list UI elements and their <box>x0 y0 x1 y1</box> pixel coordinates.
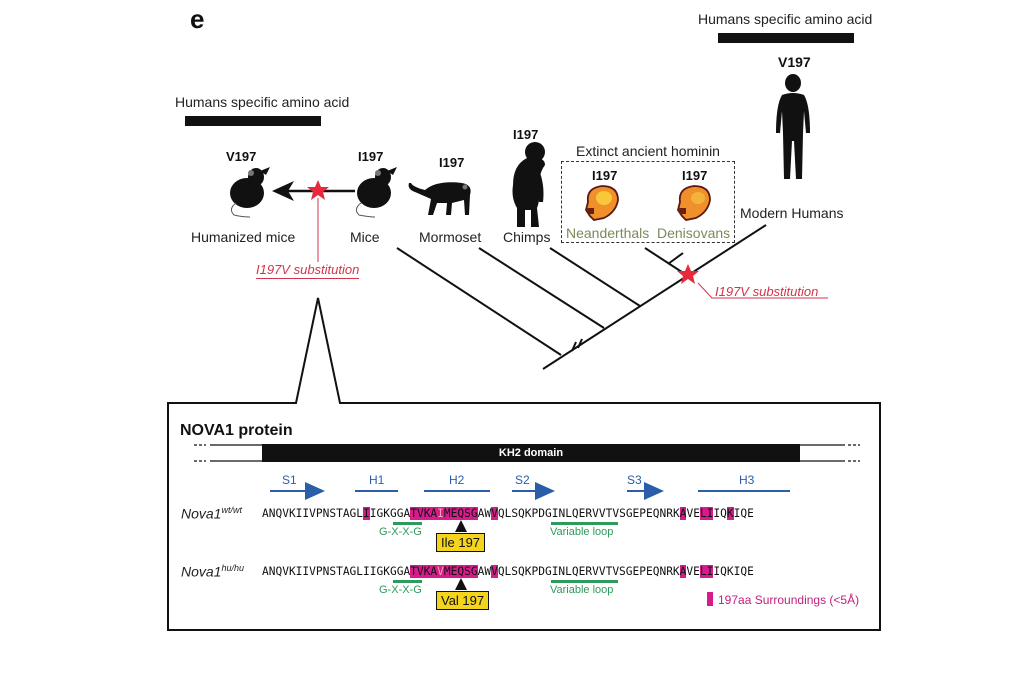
sequence-segment: VE <box>686 507 700 520</box>
sequence-segment: IQKIQE <box>713 565 754 578</box>
residue-label-chimps: I197 <box>513 127 539 142</box>
gene-name: Nova1 <box>181 563 222 580</box>
substitution-label-left: I197V substitution <box>256 262 360 279</box>
sequence-segment: QLSQKPDGINLQERVVTVSGEPEQNRK <box>497 507 680 520</box>
residue-label-mice: I197 <box>358 149 384 164</box>
mouse-icon <box>355 167 397 218</box>
variable-loop-underline-hu <box>551 580 618 583</box>
skull-icon <box>585 185 619 221</box>
protein-backbone <box>194 444 860 462</box>
loop-label-hu: Variable loop <box>550 584 614 596</box>
residue-label-humanized-mice: V197 <box>226 149 257 164</box>
highlighted-residues: MEQSG <box>443 565 478 578</box>
residue-label-denisovans: I197 <box>682 168 708 183</box>
human-icon <box>776 74 810 179</box>
highlighted-residues: TVKA <box>410 507 438 520</box>
legend-swatch <box>707 592 713 606</box>
residue-197: V <box>437 565 444 578</box>
sequence-segment: QLSQKPDGINLQERVVTVSGEPEQNRK <box>497 565 680 578</box>
substitution-star-right <box>677 264 699 284</box>
substitution-label-right: I197V substitution <box>715 284 819 299</box>
ile197-pointer <box>455 520 467 532</box>
highlighted-residues: K <box>726 507 734 520</box>
sequence-segment: ANQVKIIVPNSTAGLIIGKGGA <box>262 565 411 578</box>
loop-label-wt: Variable loop <box>550 526 614 538</box>
sequence-segment: IGKGGA <box>369 507 411 520</box>
highlighted-residues: A <box>679 507 687 520</box>
legend-label: 197aa Surroundings (<5Å) <box>718 593 860 607</box>
genotype-superscript: hu/hu <box>221 563 244 573</box>
sequence-segment: IQE <box>733 507 754 520</box>
sequence-wt: ANQVKIIVPNSTAGLIIGKGGATVKAIMEQSGAWVQLSQK… <box>262 507 754 520</box>
highlighted-residues: MEQSG <box>443 507 478 520</box>
structure-label-h2: H2 <box>449 473 465 487</box>
highlighted-residues: LI <box>699 565 714 578</box>
protein-title: NOVA1 protein <box>180 422 293 439</box>
residue-197: I <box>437 507 444 520</box>
species-label-neanderthals: Neanderthals <box>566 225 650 241</box>
human-specific-label-right: Humans specific amino acid <box>698 11 873 27</box>
highlighted-residues: A <box>679 565 687 578</box>
structure-label-s1: S1 <box>282 473 297 487</box>
gxxg-underline-wt <box>393 522 422 525</box>
human-specific-bar-right <box>718 33 854 43</box>
zoom-callout <box>167 297 881 631</box>
marmoset-icon <box>408 182 471 215</box>
residue-label-mormoset: I197 <box>439 155 465 170</box>
extinct-group-title: Extinct ancient hominin <box>576 143 720 159</box>
gene-name: Nova1 <box>181 505 222 522</box>
sequence-name-hu: Nova1hu/hu <box>181 563 244 580</box>
highlighted-residues: TVKA <box>410 565 438 578</box>
highlighted-residues: I <box>363 507 370 520</box>
sequence-segment: AW <box>477 565 492 578</box>
structure-label-h1: H1 <box>369 473 385 487</box>
structure-label-h3: H3 <box>739 473 755 487</box>
substitution-star-left <box>307 180 329 200</box>
sequence-hu: ANQVKIIVPNSTAGLIIGKGGATVKAVMEQSGAWVQLSQK… <box>262 565 754 578</box>
panel-letter: e <box>190 4 205 34</box>
chimp-icon <box>512 142 545 227</box>
gxxg-underline-hu <box>393 580 422 583</box>
species-label-chimps: Chimps <box>503 229 551 245</box>
motif-label-hu: G-X-X-G <box>379 584 422 596</box>
residue-callout-ile197: Ile 197 <box>436 533 486 552</box>
sequence-segment: IQ <box>713 507 727 520</box>
phylogenetic-tree <box>396 224 767 370</box>
structure-label-s2: S2 <box>515 473 530 487</box>
highlighted-residues: LI <box>699 507 714 520</box>
secondary-structure-marks <box>270 482 790 500</box>
human-specific-bar-left <box>185 116 321 126</box>
residue-label-neanderthals: I197 <box>592 168 618 183</box>
sequence-segment: ANQVKIIVPNSTAGL <box>262 507 364 520</box>
mouse-icon <box>230 167 270 218</box>
kh2-domain-bar: KH2 domain <box>262 444 800 462</box>
variable-loop-underline-wt <box>551 522 618 525</box>
sequence-segment: AW <box>477 507 492 520</box>
species-label-mormoset: Mormoset <box>419 229 482 245</box>
sequence-name-wt: Nova1wt/wt <box>181 505 242 522</box>
species-label-denisovans: Denisovans <box>657 225 731 241</box>
sequence-segment: VE <box>686 565 700 578</box>
highlighted-residues: V <box>491 507 498 520</box>
skull-icon <box>677 185 711 221</box>
extinct-group-box <box>561 161 735 243</box>
genotype-superscript: wt/wt <box>221 505 242 515</box>
species-label-mice: Mice <box>350 229 380 245</box>
motif-label-wt: G-X-X-G <box>379 526 422 538</box>
structure-label-s3: S3 <box>627 473 642 487</box>
highlighted-residues: V <box>491 565 498 578</box>
species-label-modern-humans: Modern Humans <box>740 205 844 221</box>
val197-pointer <box>455 578 467 590</box>
residue-callout-val197: Val 197 <box>436 591 490 610</box>
substitution-leader-right <box>697 282 828 299</box>
residue-label-modern-humans: V197 <box>778 54 811 70</box>
human-specific-label-left: Humans specific amino acid <box>175 94 350 110</box>
species-label-humanized-mice: Humanized mice <box>191 229 296 245</box>
